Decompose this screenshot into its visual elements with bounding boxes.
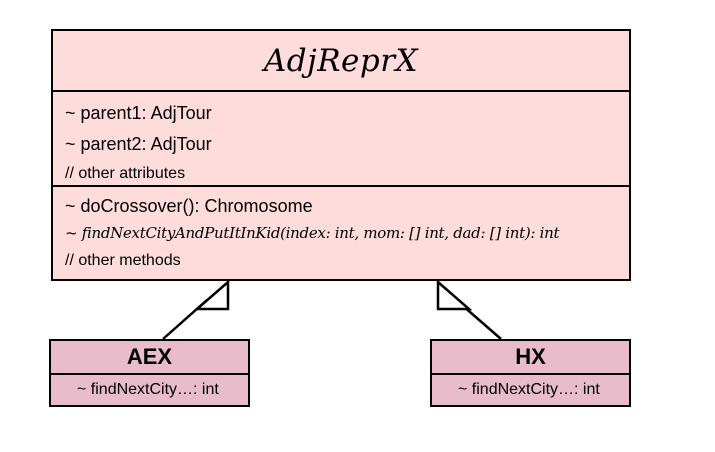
attribute-parent1: ~ parent1: AdjTour: [65, 103, 212, 123]
aex-inheritance-edge: [162, 279, 230, 340]
method-docrossover: ~ doCrossover(): Chromosome: [65, 196, 313, 216]
method-other-note: // other methods: [65, 252, 181, 269]
attribute-parent2: ~ parent2: AdjTour: [65, 134, 212, 154]
aex-generalization-arrowhead: [193, 279, 230, 311]
class-name-adjreprx: AdjReprX: [53, 31, 629, 92]
hx-inheritance-edge: [436, 279, 502, 340]
attributes-compartment: ~ parent1: AdjTour ~ parent2: AdjTour //…: [53, 92, 629, 187]
class-aex[interactable]: AEX ~ findNextCity…: int: [49, 339, 250, 407]
class-name-hx: HX: [432, 341, 629, 375]
class-hx[interactable]: HX ~ findNextCity…: int: [430, 339, 631, 407]
method-findnextcity-hx: ~ findNextCity…: int: [458, 381, 600, 398]
class-adjreprx[interactable]: AdjReprX ~ parent1: AdjTour ~ parent2: A…: [51, 29, 631, 281]
method-findnextcity-aex: ~ findNextCity…: int: [77, 381, 219, 398]
method-findnextcityandputitinkid: ~ findNextCityAndPutItInKid(index: int, …: [65, 224, 560, 242]
attribute-other-note: // other attributes: [65, 165, 186, 182]
methods-compartment: ~ doCrossover(): Chromosome ~ findNextCi…: [53, 187, 629, 274]
hx-generalization-arrowhead: [436, 279, 473, 311]
class-name-aex: AEX: [51, 341, 248, 375]
